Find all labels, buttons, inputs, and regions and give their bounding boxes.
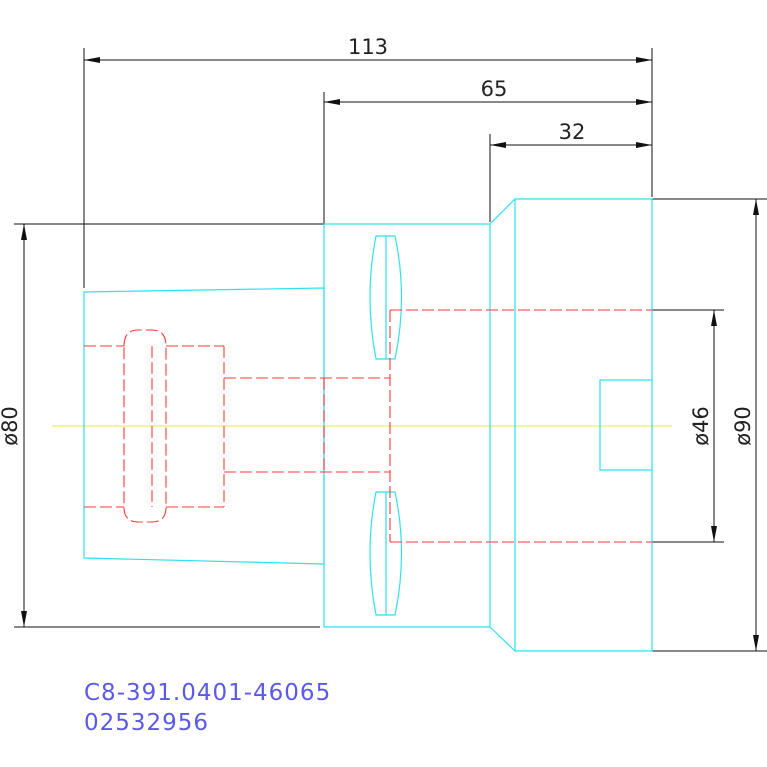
part-code: C8-391.0401-46065 xyxy=(84,680,331,706)
dim-bore-diameter: ø46 xyxy=(689,406,713,446)
dim-flange-diameter: ø90 xyxy=(731,406,755,446)
dim-mid-length: 65 xyxy=(481,77,508,101)
dimension-lines-right xyxy=(652,198,767,652)
dimension-lines-top xyxy=(83,48,653,288)
dim-overall-length: 113 xyxy=(348,35,388,59)
part-outline xyxy=(83,198,653,652)
hidden-lines xyxy=(84,309,652,543)
dimension-lines-left xyxy=(14,223,324,628)
part-number: 02532956 xyxy=(84,710,209,736)
dim-flange-length: 32 xyxy=(559,120,586,144)
dim-shank-diameter: ø80 xyxy=(0,406,22,446)
